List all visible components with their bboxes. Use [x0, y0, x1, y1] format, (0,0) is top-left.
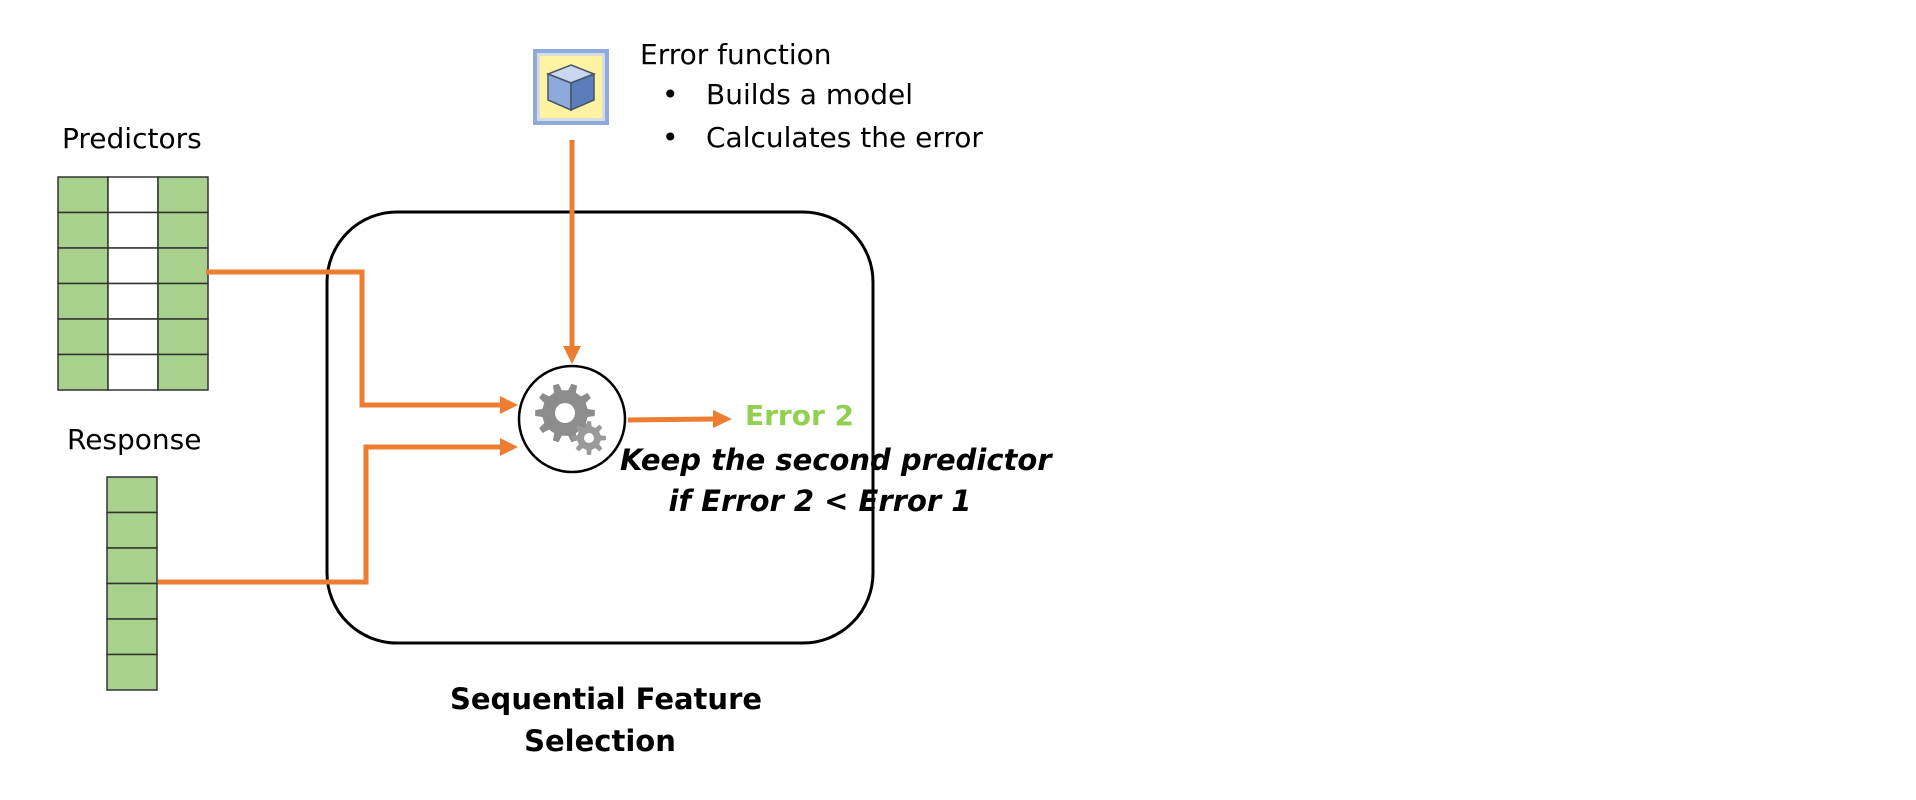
predictor-cell — [57, 282, 109, 320]
bullet-text: Builds a model — [706, 78, 914, 111]
response-vector — [106, 476, 158, 691]
predictors-arrow — [206, 269, 505, 408]
predictor-cell — [157, 353, 209, 391]
predictor-cell — [157, 211, 209, 249]
error-function-bullet: • Builds a model — [662, 78, 913, 111]
response-arrow — [158, 444, 505, 585]
selection-process-box — [325, 210, 875, 645]
predictor-cell — [107, 318, 159, 356]
error-2-label: Error 2 — [745, 399, 855, 432]
decision-rule: Keep the second predictor if Error 2 < E… — [620, 440, 1052, 522]
predictor-cell — [157, 282, 209, 320]
bullet-text: Calculates the error — [706, 121, 983, 154]
arrowhead-error-function — [563, 346, 581, 364]
predictor-cell — [107, 353, 159, 391]
predictor-cell — [157, 318, 209, 356]
process-caption-line-1: Sequential Feature — [450, 682, 763, 716]
arrowhead-predictors — [500, 396, 518, 414]
predictor-cell — [157, 247, 209, 285]
response-cell — [106, 476, 158, 514]
response-cell — [106, 618, 158, 656]
flow-arrows — [158, 140, 716, 585]
gears-icon — [517, 364, 627, 474]
predictors-matrix — [57, 176, 209, 391]
process-caption-line-2: Selection — [524, 724, 676, 758]
predictors-label: Predictors — [62, 122, 202, 155]
predictor-cell — [57, 176, 109, 214]
arrow-heads — [500, 346, 732, 456]
response-label: Response — [67, 423, 202, 456]
predictor-cell — [107, 176, 159, 214]
decision-line-2: if Error 2 < Error 1 — [668, 484, 972, 518]
response-cell — [106, 511, 158, 549]
predictor-cell — [57, 353, 109, 391]
predictor-cell — [107, 282, 159, 320]
error-function-title: Error function — [640, 38, 832, 71]
cube-icon — [533, 49, 609, 125]
predictor-cell — [57, 211, 109, 249]
predictor-cell — [57, 318, 109, 356]
arrowhead-response — [500, 438, 518, 456]
response-cell — [106, 547, 158, 585]
decision-line-1: Keep the second predictor — [620, 443, 1052, 477]
arrowhead-output — [713, 410, 732, 428]
error-function-bullet: • Calculates the error — [662, 121, 983, 154]
predictor-cell — [107, 211, 159, 249]
bullet-icon: • — [662, 121, 679, 154]
predictor-cell — [157, 176, 209, 214]
predictor-cell — [107, 247, 159, 285]
process-caption: Sequential Feature Selection — [450, 678, 763, 762]
output-arrow — [627, 416, 716, 423]
bullet-icon: • — [662, 78, 679, 111]
predictor-cell — [57, 247, 109, 285]
response-cell — [106, 653, 158, 691]
response-cell — [106, 582, 158, 620]
